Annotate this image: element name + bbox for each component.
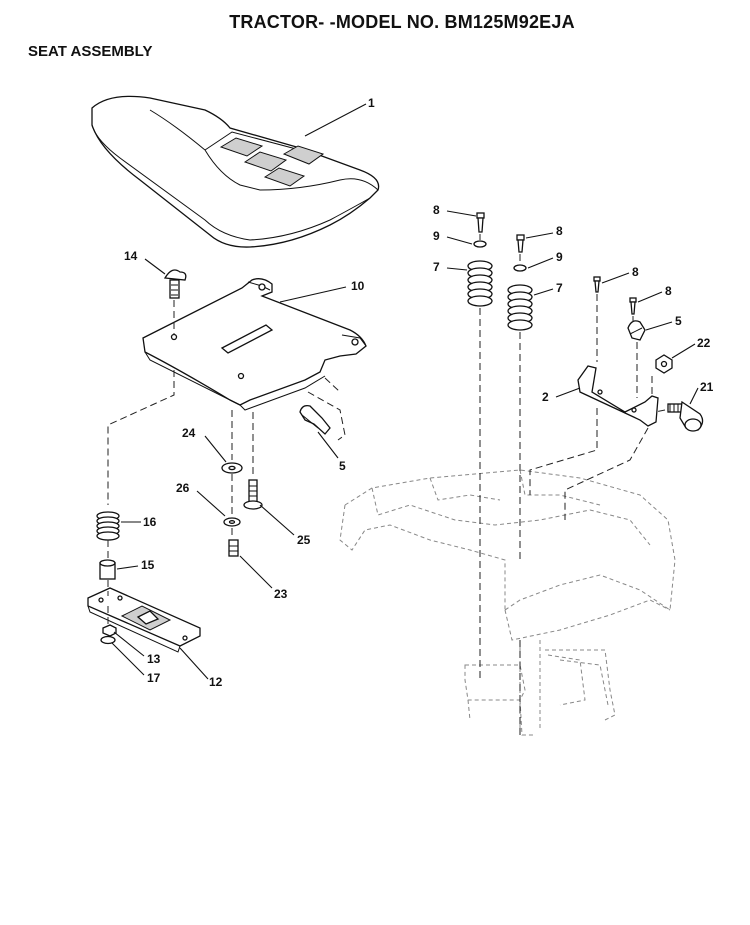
callout-26: 26 [176,481,190,495]
hex-nut [102,624,117,637]
switch-bracket-2 [577,365,659,427]
tractor-frame-outline [339,469,676,736]
callout-13: 13 [147,652,161,666]
screw-8-a [476,212,485,233]
shoulder-bolt [243,479,263,510]
callout-15: 15 [141,558,155,572]
lock-washer [223,517,241,527]
seat-clip [299,404,331,435]
callout-labels: 1 14 10 5 24 26 25 23 16 15 13 17 12 8 9… [124,96,714,689]
callout-24: 24 [182,426,196,440]
callout-21: 21 [700,380,714,394]
spacer [99,559,116,580]
screw-8-b [516,234,525,253]
seat-switch-21 [667,400,704,432]
washer-9-b [513,264,527,272]
callout-8-d: 8 [665,284,672,298]
screw-8-c [593,276,601,293]
page-title: TRACTOR- -MODEL NO. BM125M92EJA [229,12,575,32]
section-heading: SEAT ASSEMBLY [28,43,153,60]
callout-1: 1 [368,96,375,110]
callout-7-b: 7 [556,281,563,295]
screw-8-d [629,297,637,315]
callout-10: 10 [351,279,365,293]
callout-16: 16 [143,515,157,529]
callout-2: 2 [542,390,549,404]
callout-17: 17 [147,671,161,685]
nut-22 [655,354,673,374]
washer-17 [100,635,116,645]
callout-5-right: 5 [675,314,682,328]
washer-9-a [473,240,487,248]
callout-25: 25 [297,533,311,547]
seat-pan [142,278,367,411]
callout-22: 22 [697,336,711,350]
callout-12: 12 [209,675,223,689]
callout-23: 23 [274,587,288,601]
callout-8-a: 8 [433,203,440,217]
callout-5-left: 5 [339,459,346,473]
callout-9-a: 9 [433,229,440,243]
assembly-lines [107,234,666,735]
callout-8-c: 8 [632,265,639,279]
callout-8-b: 8 [556,224,563,238]
clip-5-right [627,320,646,341]
callout-9-b: 9 [556,250,563,264]
seat-slide-rail [87,587,201,653]
leader-lines [111,103,699,680]
spring-7-b [507,284,533,331]
compression-spring-left [96,511,120,541]
carriage-bolt [163,269,187,299]
spring-7-a [467,260,493,307]
flat-washer [221,462,243,474]
hex-bolt [228,539,239,557]
callout-14: 14 [124,249,138,263]
seat [91,95,380,248]
callout-7-a: 7 [433,260,440,274]
